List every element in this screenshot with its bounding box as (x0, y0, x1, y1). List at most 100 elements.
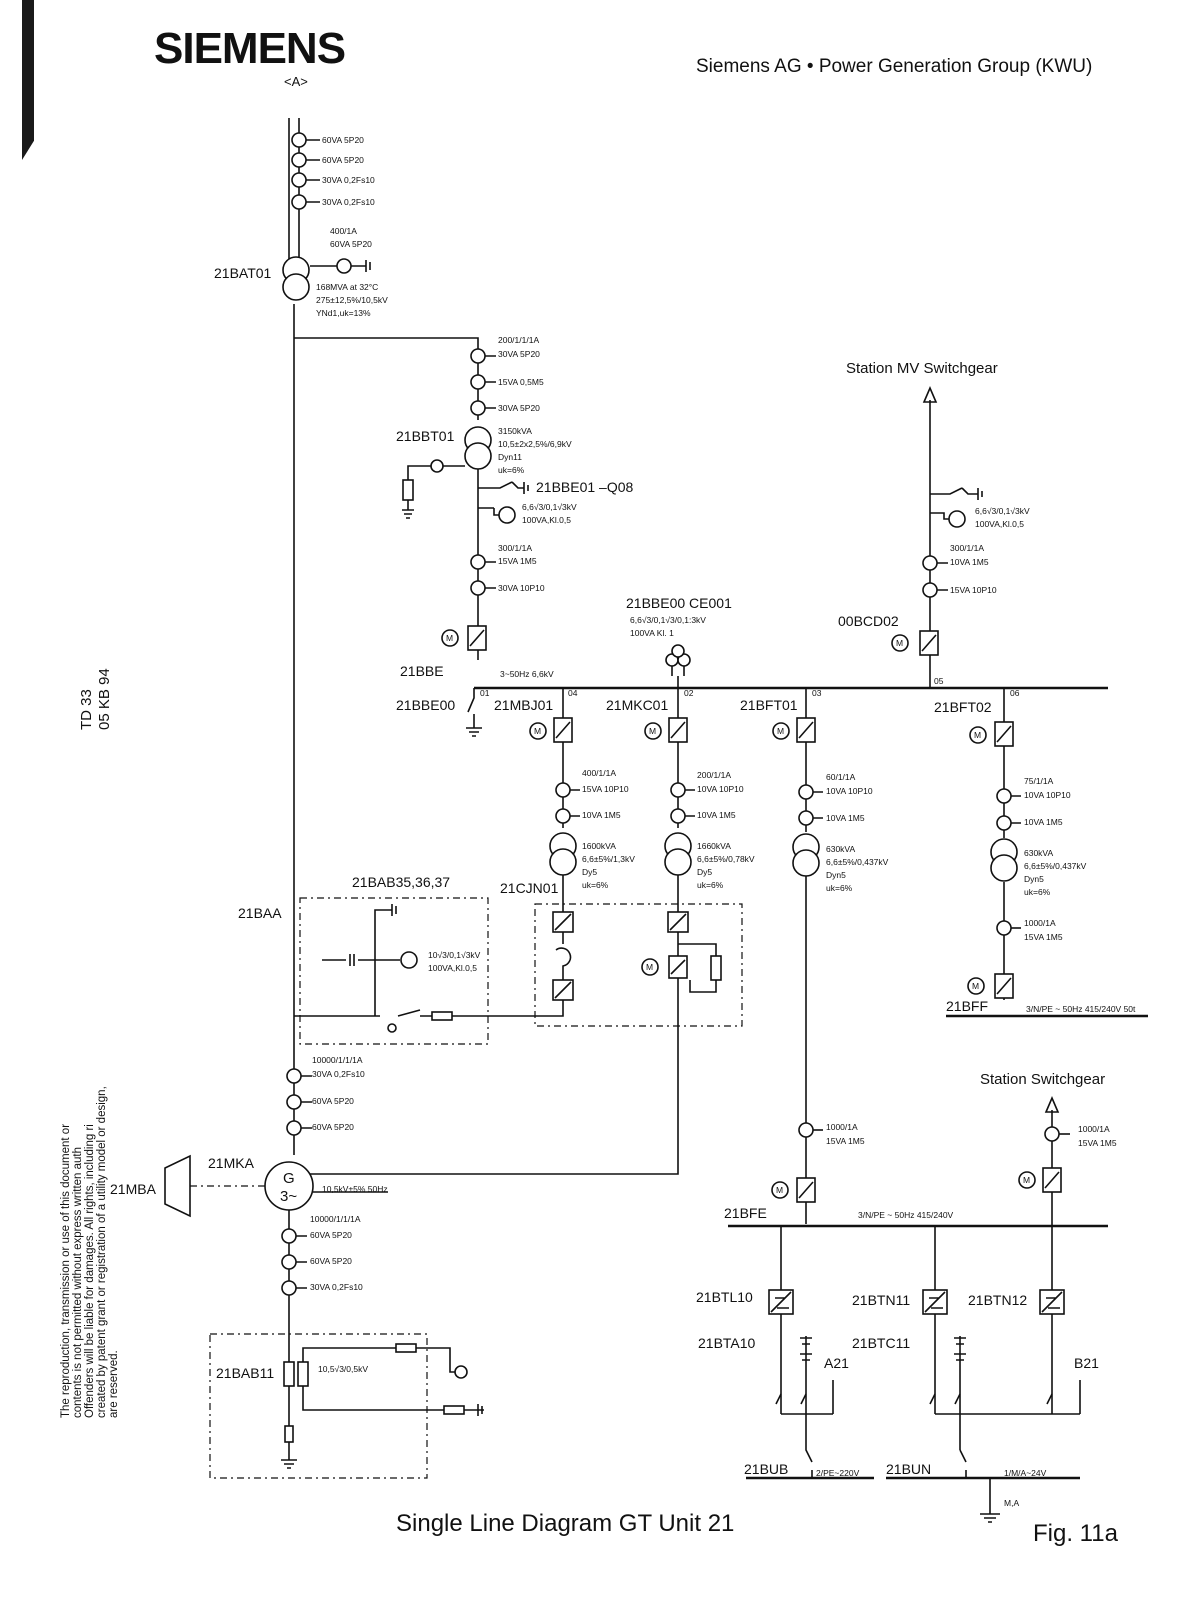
rating-text: 1600kVA (582, 841, 616, 851)
tag-label: 21BFT01 (740, 697, 798, 713)
breaker-contact (670, 959, 686, 975)
breaker-contact (798, 721, 814, 739)
rating-text: 1000/1A (1078, 1124, 1110, 1134)
rating-text: Dy5 (697, 867, 712, 877)
battery-a-symbol (800, 1336, 812, 1414)
cjn01-enclosure (534, 903, 743, 1027)
motor-drive-letter: M (776, 1185, 783, 1195)
rating-text: 630kVA (1024, 848, 1053, 858)
motor-drive-icon (644, 722, 662, 740)
rating-text: 2/PE~220V (816, 1468, 860, 1478)
rating-text: M,A (1004, 1498, 1019, 1508)
tag-label: 21BFT02 (934, 699, 992, 715)
cjn01-wiring (294, 900, 717, 1175)
rating-text: Dy5 (582, 867, 597, 877)
mbj01-transformer-symbol (549, 832, 577, 876)
rating-text: 15VA 1M5 (1024, 932, 1063, 942)
rating-text: YNd1,uk=13% (316, 308, 371, 318)
rating-text: 400/1A (330, 226, 357, 236)
bbt01-transformer-symbol (464, 426, 492, 470)
ct-leads (296, 1235, 307, 1289)
breaker-contact (469, 629, 485, 647)
panel-number: 01 (480, 688, 490, 698)
rating-text: 6,6√3/0,1√3/0,1:3kV (630, 615, 706, 625)
diagram-title: Single Line Diagram GT Unit 21 (396, 1510, 735, 1537)
rating-text: 10VA 10P10 (1024, 790, 1071, 800)
ct-symbol (291, 172, 307, 188)
ct-leads (485, 561, 496, 589)
rating-text: 30VA 0,2Fs10 (312, 1069, 365, 1079)
bbe01-earth-switch (478, 481, 529, 494)
ct-symbol (286, 1094, 302, 1110)
ct-symbol (291, 194, 307, 210)
reactor-symbol (555, 947, 572, 970)
bft01-transformer-symbol (792, 833, 820, 877)
rating-text: 630kVA (826, 844, 855, 854)
bun-feed (959, 1449, 967, 1478)
brand-logo: SIEMENS (154, 24, 346, 73)
motor-drive-letter: M (1023, 1175, 1030, 1185)
tag-label: A21 (824, 1355, 849, 1371)
rating-text: 10√3/0,1√3kV (428, 950, 481, 960)
rating-text: 30VA 0,2Fs10 (322, 197, 375, 207)
grounding-transformer-secondary (297, 1361, 309, 1387)
ct-symbol (922, 555, 938, 571)
rating-text: 3/N/PE ~ 50Hz 415/240V 50t (1026, 1004, 1136, 1014)
ct-symbol (922, 582, 938, 598)
bbe00-earth (466, 688, 482, 737)
rating-text: 1/M/A~24V (1004, 1468, 1047, 1478)
rating-text: 3150kVA (498, 426, 532, 436)
ct-symbol (470, 554, 486, 570)
tag-label: 21BTN12 (968, 1292, 1027, 1308)
rating-text: 10VA 10P10 (697, 784, 744, 794)
ct-leads (570, 789, 580, 817)
ct-leads (937, 562, 948, 591)
breaker-contact (798, 1181, 814, 1199)
tag-label: 21BBE01 –Q08 (536, 479, 634, 495)
bat01-ct-group (291, 132, 371, 274)
rating-text: 60/1/1A (826, 772, 856, 782)
margin-bar (22, 0, 34, 160)
tag-label: 21MBA (110, 1181, 157, 1197)
rating-text: 200/1/1/1A (498, 335, 539, 345)
mv-arrow (922, 385, 938, 403)
rating-text: 6,6√3/0,1√3kV (522, 502, 577, 512)
rating-text: 10VA 10P10 (826, 786, 873, 796)
converter-diagonal (669, 913, 687, 931)
rating-text: 15VA 1M5 (826, 1136, 865, 1146)
rating-text: 30VA 10P10 (498, 583, 545, 593)
terminal-symbol (387, 1023, 397, 1033)
motor-drive-letter: M (896, 638, 903, 648)
rating-text: 60VA 5P20 (312, 1122, 354, 1132)
ct-symbol (291, 152, 307, 168)
rating-text: 200/1/1A (697, 770, 731, 780)
rating-text: uk=6% (697, 880, 724, 890)
rating-text: Dyn11 (498, 452, 522, 462)
bab35-wiring (294, 904, 535, 1017)
brand-sub: <A> (284, 74, 308, 89)
bft02-transformer-symbol (990, 838, 1018, 882)
rating-text: 1660kVA (697, 841, 731, 851)
breaker-contact (555, 721, 571, 739)
rating-text: 1000/1A (826, 1122, 858, 1132)
rating-text: 60VA 5P20 (330, 239, 372, 249)
rating-text: 275±12,5%/10,5kV (316, 295, 388, 305)
breaker-contact (996, 725, 1012, 743)
rating-text: 15VA 10P10 (950, 585, 997, 595)
mkc01-transformer-symbol (664, 832, 692, 876)
tag-label: 21BFF (946, 998, 988, 1014)
ct-leads (1011, 795, 1021, 824)
ct-symbol (470, 580, 486, 596)
rating-text: 15VA 1M5 (1078, 1138, 1117, 1148)
charger-mark (1041, 1291, 1063, 1313)
resistor-symbol (443, 1405, 465, 1415)
ct-symbol (996, 815, 1012, 831)
breaker-contact (996, 977, 1012, 995)
rating-text: 10,5√3/0,5kV (318, 1364, 368, 1374)
neutral-resistor-lead (402, 465, 465, 519)
ct-symbol (281, 1228, 297, 1244)
ct-symbol (286, 1068, 302, 1084)
ct-leads (306, 139, 371, 272)
motor-drive-icon (529, 722, 547, 740)
tag-label: 21BUB (744, 1461, 788, 1477)
